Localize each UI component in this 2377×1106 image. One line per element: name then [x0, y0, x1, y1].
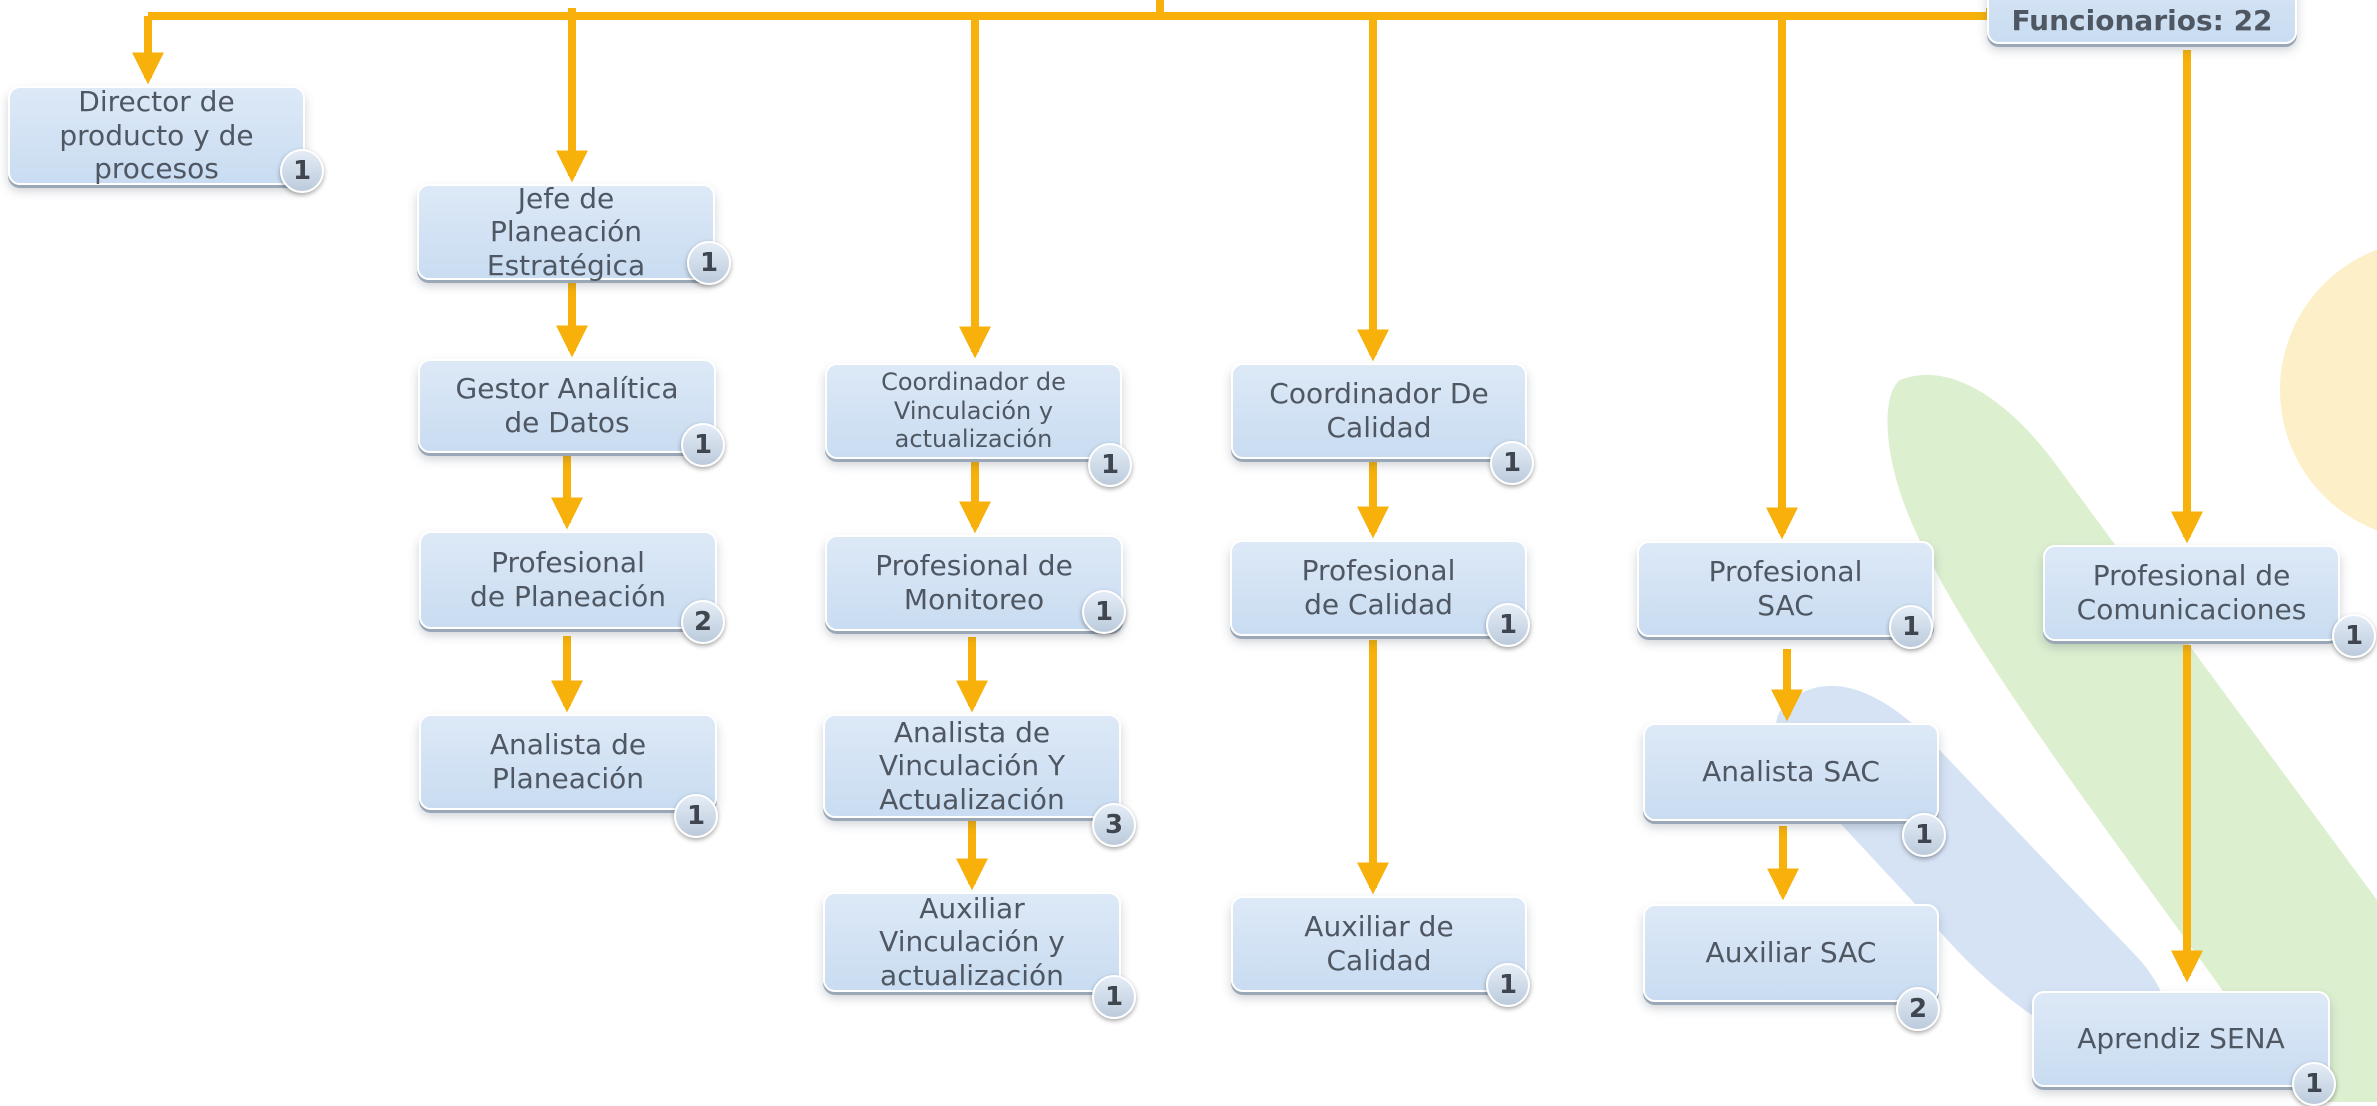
position-jefe-planeacion[interactable]: Jefe de Planeación Estratégica: [417, 181, 715, 282]
position-label: Coordinador De Calidad: [1269, 377, 1489, 444]
count-badge: 1: [280, 149, 324, 193]
position-analista-sac[interactable]: Analista SAC: [1643, 723, 1939, 821]
position-label: Aprendiz SENA: [2077, 1022, 2285, 1056]
position-label: Jefe de Planeación Estratégica: [486, 181, 646, 282]
position-analista-vinculacion[interactable]: Analista de Vinculación Y Actualización: [823, 714, 1121, 818]
count-badge: 1: [681, 423, 725, 467]
position-profesional-planeacion[interactable]: Profesional de Planeación: [419, 531, 717, 629]
position-profesional-sac[interactable]: Profesional SAC: [1637, 541, 1934, 637]
position-label: Profesional de Monitoreo: [875, 549, 1073, 616]
position-analista-planeacion[interactable]: Analista de Planeación: [419, 714, 717, 810]
count-badge: 1: [1092, 975, 1136, 1019]
count-badge: 1: [1486, 603, 1530, 647]
position-label: Profesional de Planeación: [470, 546, 666, 613]
total-employees-label: Funcionarios: 22: [2011, 4, 2273, 38]
position-label: Gestor Analítica de Datos: [455, 372, 679, 439]
position-director-producto[interactable]: Director de producto y de procesos: [8, 85, 305, 186]
position-auxiliar-vinculacion[interactable]: Auxiliar Vinculación y actualización: [823, 892, 1121, 992]
count-badge: 2: [681, 600, 725, 644]
position-label: Analista SAC: [1702, 755, 1880, 789]
position-auxiliar-calidad[interactable]: Auxiliar de Calidad: [1231, 896, 1527, 992]
count-badge: 1: [2332, 614, 2376, 658]
position-label: Analista de Planeación: [489, 728, 647, 795]
position-profesional-calidad[interactable]: Profesional de Calidad: [1230, 540, 1527, 636]
position-profesional-monitoreo[interactable]: Profesional de Monitoreo: [825, 535, 1123, 631]
count-badge: 2: [1896, 987, 1940, 1031]
position-coordinador-vinculacion[interactable]: Coordinador de Vinculación y actualizaci…: [825, 363, 1122, 459]
position-label: Profesional de Comunicaciones: [2076, 559, 2307, 626]
position-label: Analista de Vinculación Y Actualización: [878, 715, 1066, 816]
position-label: Profesional de Calidad: [1301, 554, 1456, 621]
count-badge: 1: [687, 241, 731, 285]
position-label: Director de producto y de procesos: [59, 85, 254, 186]
position-profesional-comunicaciones[interactable]: Profesional de Comunicaciones: [2043, 545, 2340, 641]
count-badge: 3: [1092, 803, 1136, 847]
count-badge: 1: [674, 794, 718, 838]
position-gestor-analitica[interactable]: Gestor Analítica de Datos: [418, 359, 716, 453]
position-coordinador-calidad[interactable]: Coordinador De Calidad: [1231, 363, 1527, 459]
count-badge: 1: [2292, 1062, 2336, 1106]
count-badge: 1: [1490, 441, 1534, 485]
yellow-circle-decoration: [2280, 249, 2377, 531]
position-aprendiz-sena[interactable]: Aprendiz SENA: [2032, 991, 2330, 1087]
count-badge: 1: [1088, 443, 1132, 487]
count-badge: 1: [1486, 963, 1530, 1007]
position-label: Auxiliar de Calidad: [1304, 910, 1454, 977]
count-badge: 1: [1902, 813, 1946, 857]
count-badge: 1: [1082, 590, 1126, 634]
green-leaf-decoration: [1887, 374, 2377, 1102]
count-badge: 1: [1889, 605, 1933, 649]
position-label: Auxiliar Vinculación y actualización: [879, 891, 1065, 992]
position-label: Profesional SAC: [1708, 555, 1863, 622]
position-auxiliar-sac[interactable]: Auxiliar SAC: [1643, 904, 1939, 1002]
position-label: Coordinador de Vinculación y actualizaci…: [881, 367, 1066, 454]
position-label: Auxiliar SAC: [1705, 936, 1877, 970]
total-employees-box: Funcionarios: 22: [1987, 0, 2297, 44]
